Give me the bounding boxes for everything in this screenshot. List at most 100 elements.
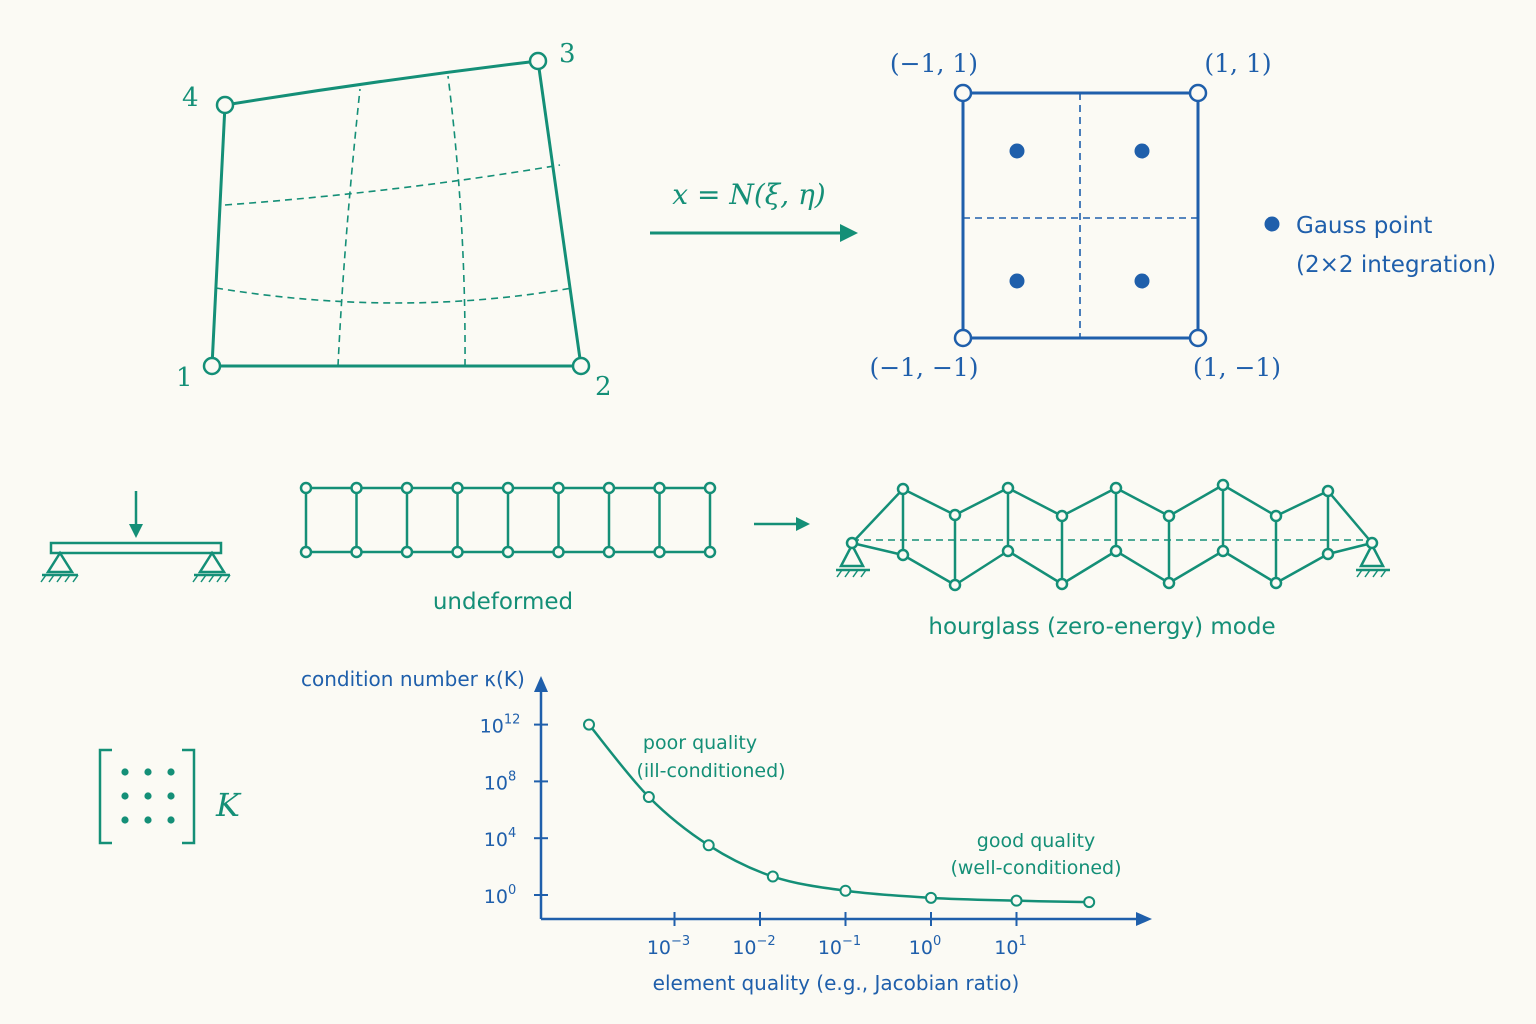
internal-grid-lines [215, 75, 573, 367]
data-point [702, 839, 715, 852]
hourglass-mesh [845, 478, 1379, 592]
mesh-edge [954, 486, 1009, 517]
mesh-node [400, 545, 414, 559]
mesh-node [896, 548, 910, 562]
mesh-edge [1168, 483, 1224, 518]
mesh-node [400, 481, 414, 495]
chart-series [583, 718, 1096, 909]
mesh-edge [1007, 549, 1063, 586]
loaded-beam [40, 491, 231, 583]
mesh-edge [1222, 483, 1277, 518]
mesh-node [1321, 484, 1335, 498]
mesh-node [1055, 577, 1069, 591]
mesh-node [845, 536, 859, 550]
node-1 [202, 356, 222, 376]
gauss-point [1134, 273, 1150, 289]
mapping-arrow [650, 224, 858, 242]
corner-label-bottom-left: (−1, −1) [869, 353, 978, 382]
mesh-node [653, 481, 666, 495]
mesh-node [1109, 481, 1123, 495]
mesh-edge [1275, 489, 1329, 518]
node-4 [215, 95, 235, 115]
mesh-node [350, 545, 363, 559]
undeformed-mesh [299, 481, 717, 559]
hourglass-label: hourglass (zero-energy) mode [928, 614, 1275, 640]
mesh-node [1001, 544, 1015, 558]
chart-axes [534, 676, 1152, 926]
support-right [192, 550, 231, 583]
mesh-node [501, 481, 515, 495]
gauss-legend-marker [1264, 216, 1280, 232]
data-point [1010, 894, 1023, 907]
mesh-edge [902, 553, 956, 587]
node-label-3: 3 [559, 39, 576, 69]
mesh-node [602, 545, 616, 559]
x-tick-label: 10−1 [818, 934, 861, 959]
node-label-2: 2 [595, 372, 612, 402]
element-boundary [210, 59, 583, 368]
x-tick-label: 101 [994, 934, 1026, 959]
mesh-node [1109, 544, 1123, 558]
mesh-edge [1061, 486, 1117, 518]
data-point [839, 884, 852, 897]
mesh-node [703, 545, 717, 559]
gauss-point [1009, 143, 1025, 159]
mesh-node [1365, 536, 1379, 550]
mesh-node [350, 481, 363, 495]
y-tick-label: 108 [484, 769, 516, 794]
mesh-node [552, 481, 565, 495]
reference-nodes [953, 83, 1208, 348]
mesh-edge [1061, 549, 1117, 586]
good-quality-sublabel: (well-conditioned) [950, 857, 1121, 879]
x-tick-label: 100 [909, 934, 941, 959]
poor-quality-label: poor quality [643, 732, 757, 754]
support-left [40, 550, 79, 583]
mesh-node [703, 481, 717, 495]
y-tick-label: 100 [484, 883, 516, 908]
y-tick-label: 104 [484, 826, 516, 851]
mesh-node [299, 481, 313, 495]
undeformed-label: undeformed [433, 589, 573, 615]
y-tick-label: 1012 [480, 713, 521, 738]
beam-body [49, 541, 223, 555]
physical-element [202, 51, 591, 376]
mesh-edge [1222, 549, 1277, 585]
gauss-legend-line2: (2×2 integration) [1296, 252, 1496, 278]
mesh-node [552, 545, 565, 559]
mesh-node [1269, 576, 1283, 590]
reference-dashed-lines [963, 93, 1198, 338]
x-tick-label: 10−2 [732, 934, 775, 959]
mesh-edge [851, 488, 904, 544]
node-3 [528, 51, 548, 71]
mesh-node [653, 545, 666, 559]
poor-quality-sublabel: (ill-conditioned) [636, 760, 785, 782]
gauss-points [1009, 143, 1150, 289]
corner-label-top-left: (−1, 1) [890, 49, 978, 78]
mesh-node [948, 508, 962, 522]
matrix-symbol: K [215, 786, 242, 824]
data-point [766, 870, 779, 883]
mesh-edge [1115, 486, 1170, 518]
element-nodes [202, 51, 591, 376]
good-quality-label: good quality [977, 830, 1095, 852]
mesh-node [1216, 478, 1230, 492]
mesh-node [451, 481, 464, 495]
x-tick-label: 10−3 [647, 934, 690, 959]
mesh-node [1216, 544, 1230, 558]
node-2 [571, 356, 591, 376]
mesh-node [1269, 509, 1283, 523]
corner-label-bottom-right: (1, −1) [1193, 353, 1281, 382]
mesh-node [948, 578, 962, 592]
mesh-node [501, 545, 515, 559]
y-axis-label: condition number κ(K) [301, 667, 525, 691]
gauss-point [1009, 273, 1025, 289]
corner-label-top-right: (1, 1) [1204, 49, 1271, 78]
data-point [642, 791, 655, 804]
hourglass-supports [836, 542, 1390, 578]
stiffness-matrix-icon [98, 748, 196, 845]
mapping-equation: x = N(ξ, η) [672, 178, 825, 211]
condition-chart: condition number κ(K) element quality (e… [301, 667, 1152, 995]
mesh-node [896, 482, 910, 496]
data-point [925, 891, 937, 904]
